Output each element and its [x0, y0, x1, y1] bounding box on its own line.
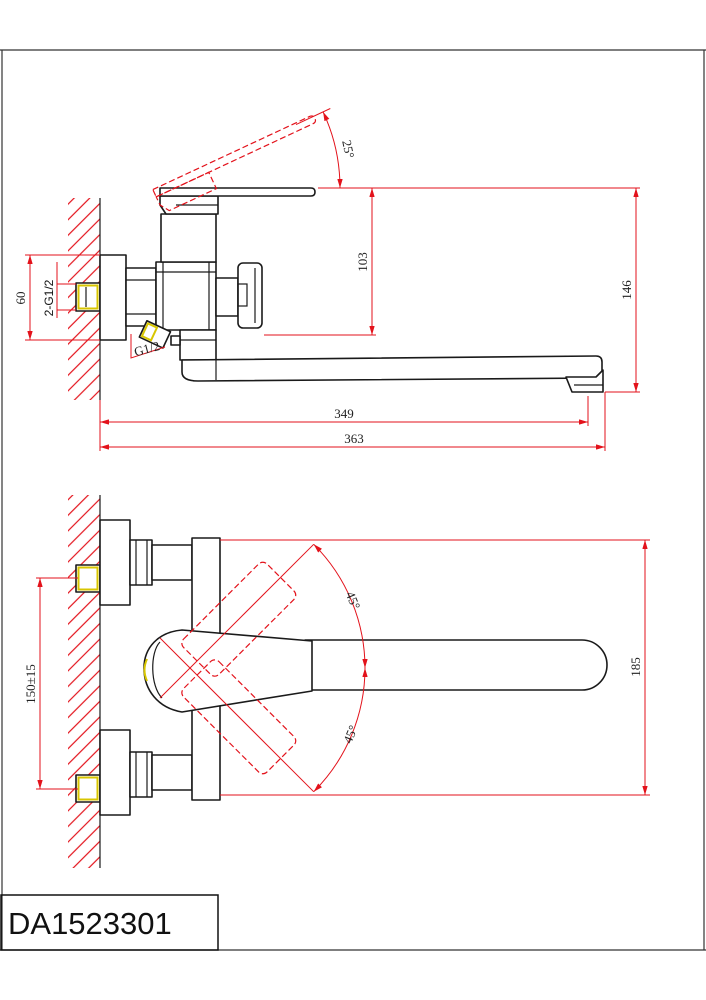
connector-nut — [125, 267, 157, 327]
handle-accent — [143, 658, 148, 682]
dimension-label: 146 — [619, 280, 634, 300]
upper-nut — [129, 539, 153, 586]
aerator — [565, 369, 604, 393]
dimension-lengths: 349 363 — [99, 392, 606, 451]
wall-flange — [99, 254, 127, 341]
dimension-label: 150±15 — [23, 664, 38, 704]
lower-flange — [99, 729, 131, 816]
dimension-label: 103 — [355, 252, 370, 272]
dimension-width: 185 — [220, 539, 650, 796]
outlet-thread-label: G1/2 — [132, 338, 161, 359]
spout-body — [181, 355, 603, 382]
diverter-stem — [215, 277, 239, 317]
lower-inlet — [75, 729, 193, 816]
spout — [304, 639, 608, 691]
side-view: G1/2 25° 103 146 60 — [13, 108, 640, 451]
outlet-thread-leader — [130, 334, 166, 359]
diverter-cap — [237, 262, 263, 329]
upper-fitting — [75, 564, 101, 593]
raised-handle-plate — [152, 115, 317, 198]
dimension-label-349: 349 — [334, 406, 354, 421]
lower-fitting — [75, 774, 101, 803]
spout-collar — [170, 329, 217, 361]
angle-arc-lower — [313, 667, 368, 793]
dimension-flange: 60 — [13, 254, 100, 341]
angle-extension-line — [295, 108, 331, 126]
dimension-overall-height: 146 — [605, 188, 640, 393]
fitting-thread — [77, 284, 99, 310]
handle-lever — [159, 187, 316, 215]
angle-arc-upper — [313, 543, 368, 669]
collar-stub — [170, 335, 181, 346]
handle-raised-position — [152, 115, 317, 212]
title-block: DA1523301 — [0, 894, 219, 951]
handle-angle-dimension: 25° — [295, 108, 358, 189]
nut-body — [125, 267, 157, 327]
handle-plate — [159, 187, 316, 197]
rotation-line-upper — [159, 543, 315, 699]
lower-nut — [129, 751, 153, 798]
outlet-fitting — [138, 319, 172, 349]
inlet-thread-callout: 2-G1/2 — [42, 262, 76, 318]
lower-fitting-thread — [77, 776, 99, 801]
wall-fitting — [75, 282, 101, 312]
angle-arc — [322, 111, 343, 189]
upper-pipe — [151, 544, 193, 581]
outlet-fitting-thread — [140, 322, 159, 342]
spout — [181, 355, 604, 393]
inlet-thread-label: 2-G1/2 — [42, 279, 56, 316]
plan-view: 45° 45° 185 150±15 — [23, 495, 650, 868]
drawing-code: DA1523301 — [8, 906, 172, 941]
dimension-handle-height: 103 — [264, 187, 640, 336]
upper-inlet — [75, 519, 193, 606]
lower-pipe — [151, 754, 193, 791]
cartridge-housing — [160, 213, 217, 263]
upper-flange — [99, 519, 131, 606]
diverter-knob — [215, 262, 263, 329]
diverter-detail — [237, 283, 248, 307]
angle-label-lower: 45° — [340, 723, 361, 746]
dimension-inlet-spacing: 150±15 — [23, 577, 78, 790]
mixer-body — [155, 213, 217, 331]
title-box — [0, 894, 219, 951]
handle-rotation-dimension: 45° 45° — [159, 543, 368, 793]
angle-label-upper: 45° — [343, 589, 364, 612]
collar-body — [179, 329, 217, 361]
dimension-label: 185 — [628, 657, 643, 677]
handle-angle-label: 25° — [339, 139, 357, 160]
dimension-label-363: 363 — [344, 431, 364, 446]
rotation-line-lower — [159, 637, 315, 793]
wall-hatching — [68, 495, 100, 868]
upper-fitting-thread — [77, 566, 99, 591]
dimension-label: 60 — [13, 292, 28, 305]
handle-detail — [152, 641, 163, 699]
fitting-body — [75, 282, 101, 312]
